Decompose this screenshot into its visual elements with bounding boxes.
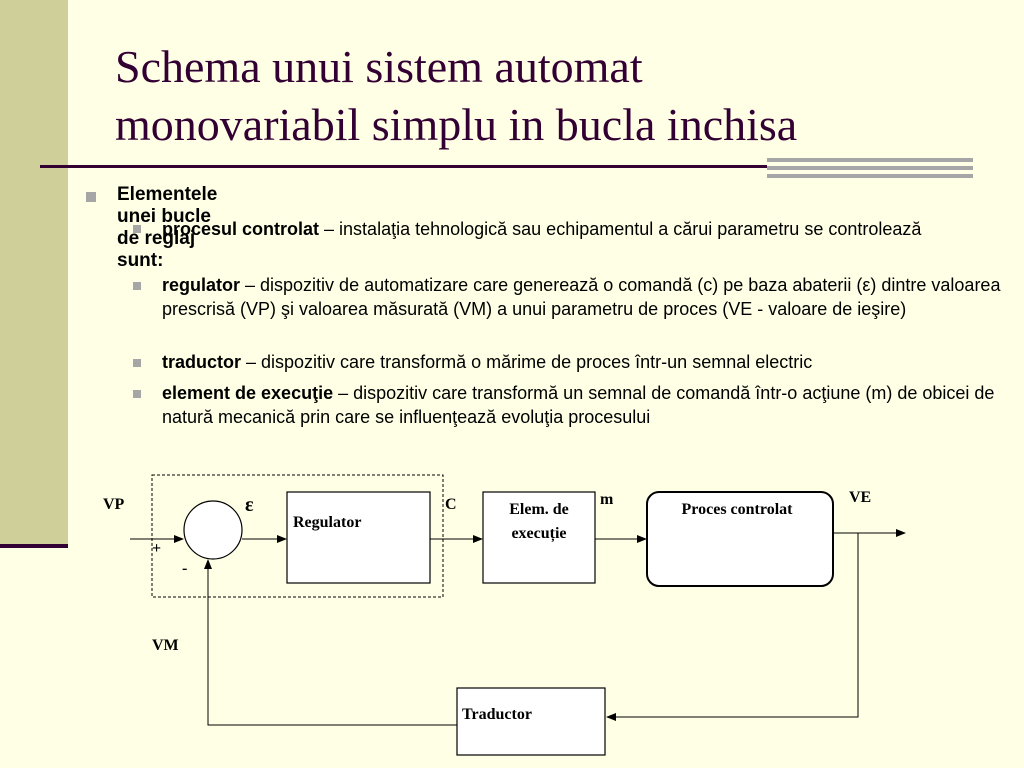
bullet-desc: – instalaţia tehnologică sau echipamentu… [319,219,922,239]
epsilon-label: ε [245,494,254,516]
bullet-item-traductor: traductor – dispozitiv care transformă o… [162,350,1012,374]
bullet-term: element de execuţie [162,383,334,403]
feedback-to-traductor-arrow [606,533,859,721]
proces-controlat-block [646,491,834,587]
elem-executie-block [482,491,596,584]
bullet-item-procesul: procesul controlat – instalaţia tehnolog… [162,217,1012,241]
title-line-1: Schema unui sistem automat [115,41,643,92]
regulator-block [286,491,431,584]
summing-junction [183,500,243,560]
elem-label-line2: execuție [511,525,566,543]
ve-label: VE [849,489,871,506]
bullet-square-icon [133,225,141,233]
elem-label-line1: Elem. de [509,501,569,518]
bullet-item-element-executie: element de execuţie – dispozitiv care tr… [162,381,1012,429]
left-band-rule [0,544,68,548]
bullet-desc: – dispozitiv de automatizare care genere… [162,275,1001,319]
m-label: m [600,491,614,508]
bullet-term: regulator [162,275,241,295]
slide-title: Schema unui sistem automat monovariabil … [115,38,995,154]
controller-dashed-boundary [151,474,444,598]
title-line-2: monovariabil simplu in bucla inchisa [115,99,798,150]
bullet-desc: – dispozitiv care transformă o mărime de… [241,352,813,372]
title-striped-bar [767,158,973,178]
bullet-term: procesul controlat [162,219,320,239]
bullet-item-regulator: regulator – dispozitiv de automatizare c… [162,273,1012,321]
vp-label: VP [103,496,125,513]
minus-sign: - [182,560,187,577]
regulator-label: Regulator [293,514,361,531]
c-label: C [445,496,457,513]
bullet-square-icon [86,192,96,202]
proces-label: Proces controlat [682,501,794,518]
vm-feedback-arrow [204,559,457,726]
title-divider [40,165,972,168]
traductor-block [456,687,606,756]
left-decor-band [0,0,68,548]
traductor-label: Traductor [462,706,532,723]
bullet-desc: – dispozitiv care transformă un semnal d… [162,383,995,427]
vm-label: VM [152,637,179,654]
bullet-square-icon [133,359,141,367]
bullet-square-icon [133,390,141,398]
bullet-square-icon [133,282,141,290]
bullet-term: traductor [162,352,242,372]
bullet-heading: Elementele unei bucle de reglaj sunt: [117,184,218,271]
plus-sign: + [152,540,161,557]
